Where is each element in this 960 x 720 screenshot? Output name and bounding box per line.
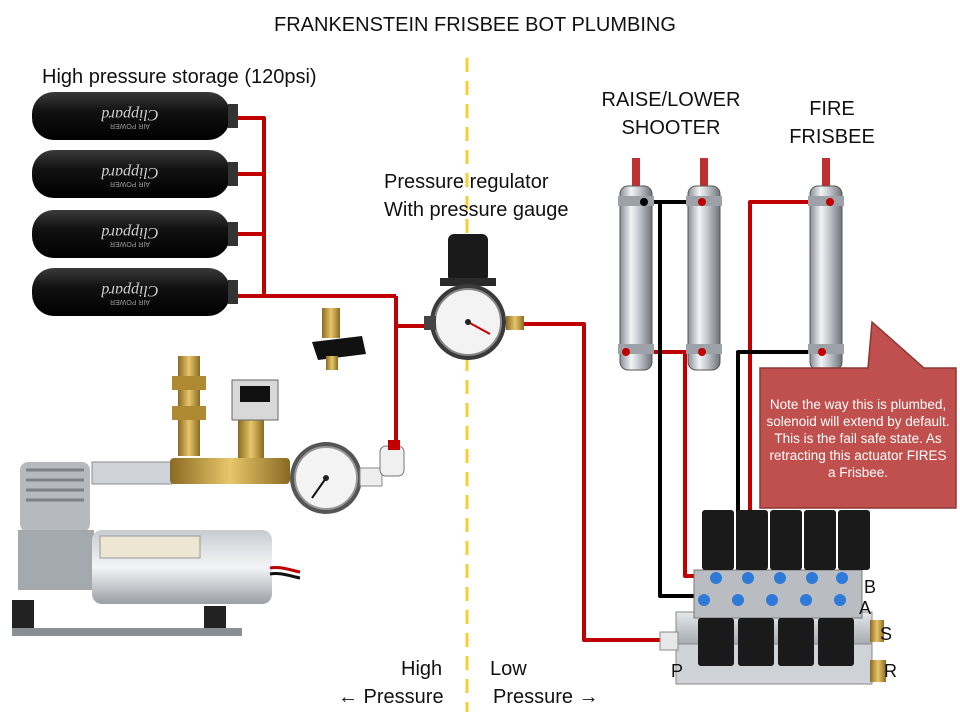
port-a-label: A bbox=[859, 598, 871, 618]
solenoid-manifold bbox=[660, 510, 886, 684]
storage-tank: Clippard AIR POWER bbox=[32, 268, 238, 316]
safety-valve bbox=[312, 308, 366, 370]
tank-sub-text: AIR POWER bbox=[110, 180, 150, 187]
raise-cylinder-left bbox=[618, 158, 654, 370]
fail-safe-note: Note the way this is plumbed, solenoid w… bbox=[760, 368, 956, 508]
tank-sub-text: AIR POWER bbox=[110, 122, 150, 129]
hose-tank1 bbox=[238, 118, 264, 296]
regulator-label-line1: Pressure regulator bbox=[384, 170, 549, 194]
fire-cylinder bbox=[808, 158, 844, 370]
raise-lower-label-line1: RAISE/LOWER bbox=[596, 88, 746, 112]
compressor bbox=[12, 462, 300, 636]
pressure-regulator bbox=[424, 234, 524, 360]
compressor-gauge bbox=[290, 440, 404, 514]
port-p-label: P bbox=[671, 661, 683, 681]
storage-tank: Clippard AIR POWER bbox=[32, 210, 238, 258]
raise-lower-label-line2: SHOOTER bbox=[596, 116, 746, 140]
low-pressure-label-line2: Pressure → bbox=[493, 685, 599, 709]
pressure-switch bbox=[232, 380, 278, 420]
storage-tank: Clippard AIR POWER bbox=[32, 150, 238, 198]
storage-label: High pressure storage (120psi) bbox=[42, 65, 317, 89]
tank-brand-text: Clippard bbox=[100, 282, 158, 299]
tank-brand-text: Clippard bbox=[100, 224, 158, 241]
port-s-label: S bbox=[880, 624, 892, 644]
port-r-label: R bbox=[884, 661, 897, 681]
port-b-label: B bbox=[864, 577, 876, 597]
tank-brand-text: Clippard bbox=[100, 164, 158, 181]
storage-tank: Clippard AIR POWER bbox=[32, 92, 238, 140]
fire-label-line1: FIRE bbox=[776, 97, 888, 121]
low-pressure-label-line1: Low bbox=[490, 657, 527, 681]
high-pressure-label-line2: ← Pressure bbox=[338, 685, 444, 709]
tank-sub-text: AIR POWER bbox=[110, 298, 150, 305]
hose-low-to-valve bbox=[522, 324, 664, 640]
tank-brand-text: Clippard bbox=[100, 106, 158, 123]
raise-lower-cylinders bbox=[618, 158, 722, 370]
storage-tanks: Clippard AIR POWER Clippard AIR POWER Cl… bbox=[32, 92, 238, 316]
tank-sub-text: AIR POWER bbox=[110, 240, 150, 247]
regulator-label-line2: With pressure gauge bbox=[384, 198, 569, 222]
raise-cylinder-right bbox=[686, 158, 722, 370]
diagram-title: FRANKENSTEIN FRISBEE BOT PLUMBING bbox=[274, 13, 676, 37]
high-pressure-label-line1: High bbox=[401, 657, 442, 681]
fire-label-line2: FRISBEE bbox=[776, 125, 888, 149]
